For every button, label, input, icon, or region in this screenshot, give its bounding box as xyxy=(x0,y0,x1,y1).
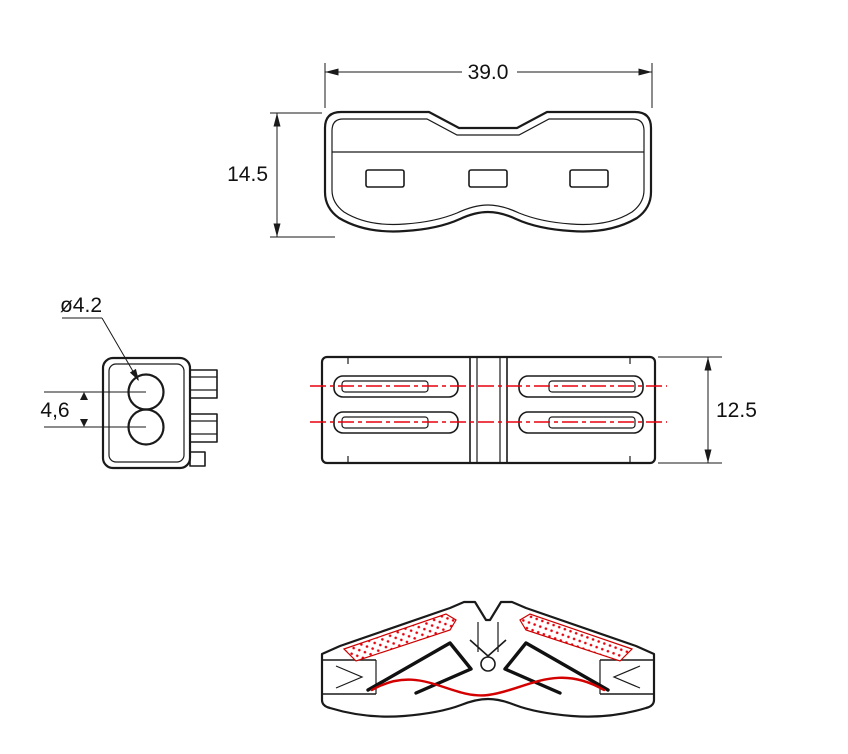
dim-hole-diameter-label: ø4.2 xyxy=(60,294,102,317)
lever-highlight-right xyxy=(519,613,634,662)
lever-tab-bottom xyxy=(189,451,206,467)
pitch-arrow-up xyxy=(80,392,88,400)
side-view-outline xyxy=(320,355,657,465)
dim-hole-diameter: ø4.2 xyxy=(60,294,139,381)
center-spring-detail xyxy=(469,639,507,657)
port-funnel xyxy=(335,665,364,689)
port-funnel xyxy=(612,665,641,689)
section-view xyxy=(320,600,656,718)
wire-port-right xyxy=(599,659,654,695)
lever-tab-upper xyxy=(189,369,218,399)
dim-height-side-view: 12.5 xyxy=(658,356,757,464)
top-view: 39.0 14.5 xyxy=(227,61,653,238)
busbar-wire xyxy=(370,676,606,697)
clamp-spring-right xyxy=(503,641,610,695)
top-view-outer-outline xyxy=(323,110,653,233)
section-outer-outline xyxy=(320,600,656,718)
top-view-slot-middle xyxy=(468,169,508,188)
top-view-inner-outline xyxy=(331,118,645,226)
center-bus-detail xyxy=(480,656,496,672)
top-view-slot-right xyxy=(569,169,609,188)
dim-hole-pitch-label: 4,6 xyxy=(40,399,69,422)
center-band xyxy=(469,358,508,462)
dim-width-label: 39.0 xyxy=(468,61,509,84)
leader-arrowhead xyxy=(129,368,139,381)
end-view: ø4.2 4,6 xyxy=(40,294,218,470)
dim-height-label: 14.5 xyxy=(227,163,268,186)
slots-right xyxy=(518,375,644,434)
slots-left xyxy=(333,375,459,434)
dim-side-height-label: 12.5 xyxy=(716,399,757,422)
end-view-body-outline xyxy=(101,356,192,470)
end-view-inner-outline xyxy=(108,363,185,463)
dim-hole-pitch: 4,6 xyxy=(40,391,146,428)
lever-tabs xyxy=(189,369,218,467)
dim-width: 39.0 xyxy=(324,61,653,108)
leader-line xyxy=(101,317,139,381)
lever-highlight-left xyxy=(342,613,457,662)
top-view-slot-left xyxy=(365,169,405,188)
pitch-arrow-down xyxy=(80,419,88,427)
lever-tab-lower xyxy=(189,413,218,443)
side-view: 12.5 xyxy=(310,355,757,465)
dim-height-top-view: 14.5 xyxy=(227,112,335,238)
clamp-spring-left xyxy=(366,641,473,695)
